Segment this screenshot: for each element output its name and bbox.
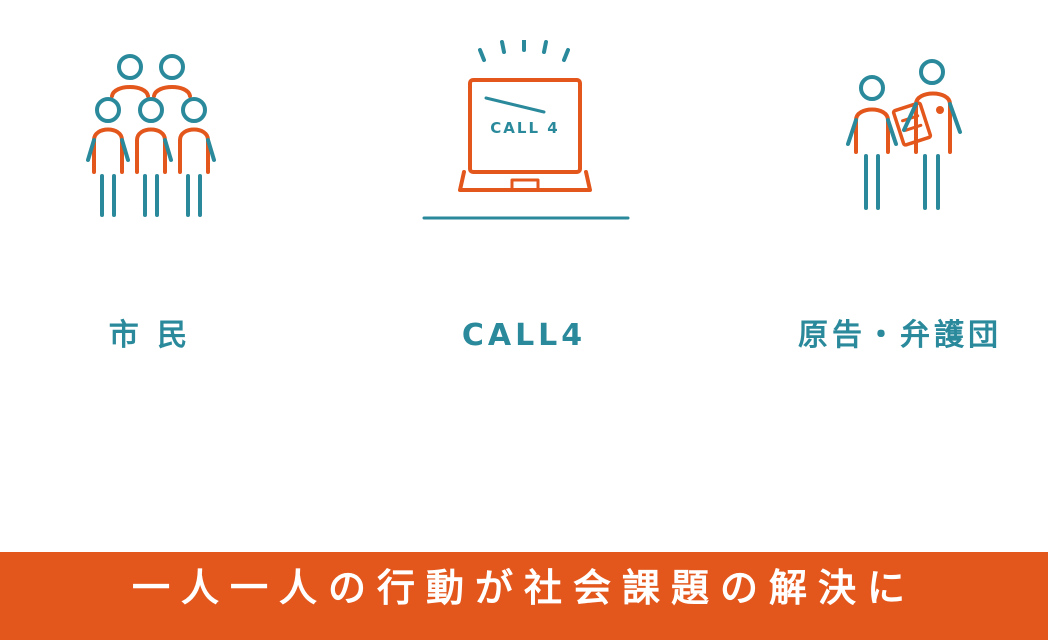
- laptop-screen-text: CALL 4: [490, 119, 559, 137]
- citizens-label: 市 民: [108, 318, 192, 353]
- crowd-of-people-icon: [20, 40, 280, 240]
- laptop-icon: CALL 4: [394, 40, 654, 240]
- plaintiffs-label: 原告・弁護団: [798, 318, 1002, 353]
- call4-column: CALL 4 CALL4: [394, 40, 654, 370]
- lawyer-with-document-icon: [770, 40, 1030, 240]
- citizens-column: 市 民: [20, 40, 280, 370]
- slogan-text: 一人一人の行動が社会課題の解決に: [131, 566, 916, 610]
- call4-label: CALL4: [461, 318, 587, 353]
- plaintiffs-column: 原告・弁護団: [770, 40, 1030, 370]
- slogan-banner: 一人一人の行動が社会課題の解決に: [0, 552, 1048, 640]
